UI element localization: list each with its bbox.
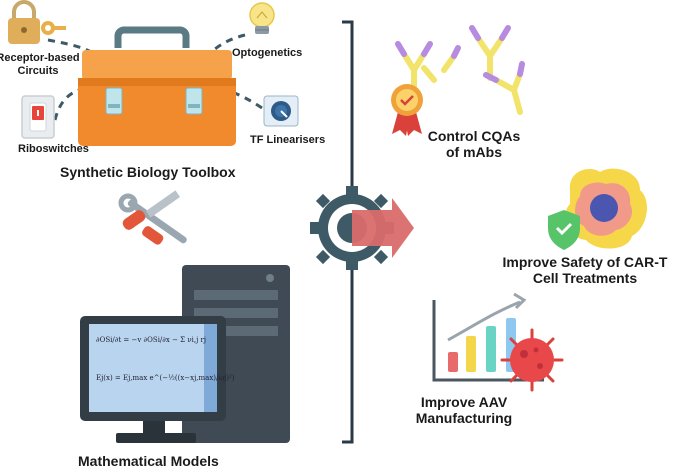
outcome-aav: Improve AAV Manufacturing <box>404 394 524 426</box>
lightbulb-icon <box>249 2 275 34</box>
car-t-cell-icon <box>548 168 647 250</box>
toolbox-title: Synthetic Biology Toolbox <box>60 164 236 180</box>
outcome-mabs-line1: Control CQAs <box>427 128 521 144</box>
outcome-mabs: Control CQAs of mAbs <box>414 128 534 160</box>
padlock-key-icon <box>8 0 66 44</box>
switch-icon <box>21 95 55 139</box>
outcome-mabs-line2: of mAbs <box>446 144 502 160</box>
outcome-aav-line1: Improve AAV <box>420 394 508 410</box>
toolbox-icon <box>78 26 236 146</box>
antibody-icon <box>391 25 525 136</box>
screwdriver-wrench-icon <box>118 190 187 245</box>
monitor-icon <box>80 316 226 443</box>
outcome-cart-line2: Cell Treatments <box>532 270 638 286</box>
growth-chart-virus-icon <box>432 292 564 392</box>
tool-label-receptor: Receptor-based Circuits <box>0 52 80 77</box>
equation-2: Ej(x) = Ej,max e^(−½((x−xj,max)/ωj)²) <box>96 374 235 382</box>
tool-label-riboswitches: Riboswitches <box>18 143 89 155</box>
models-title: Mathematical Models <box>78 453 219 469</box>
outcome-cart: Improve Safety of CAR-T Cell Treatments <box>490 254 680 286</box>
gear-arrow-icon <box>310 186 414 270</box>
outcome-cart-line1: Improve Safety of CAR-T <box>502 254 668 270</box>
dial-knob-icon <box>263 95 299 127</box>
equation-1: ∂OSi/∂t = −v ∂OSi/∂x − Σ νi,j rj <box>96 336 206 344</box>
outcome-aav-line2: Manufacturing <box>415 410 513 426</box>
connector-tf <box>231 90 263 110</box>
tool-label-tf: TF Linearisers <box>250 134 326 146</box>
tool-label-optogenetics: Optogenetics <box>232 47 303 59</box>
